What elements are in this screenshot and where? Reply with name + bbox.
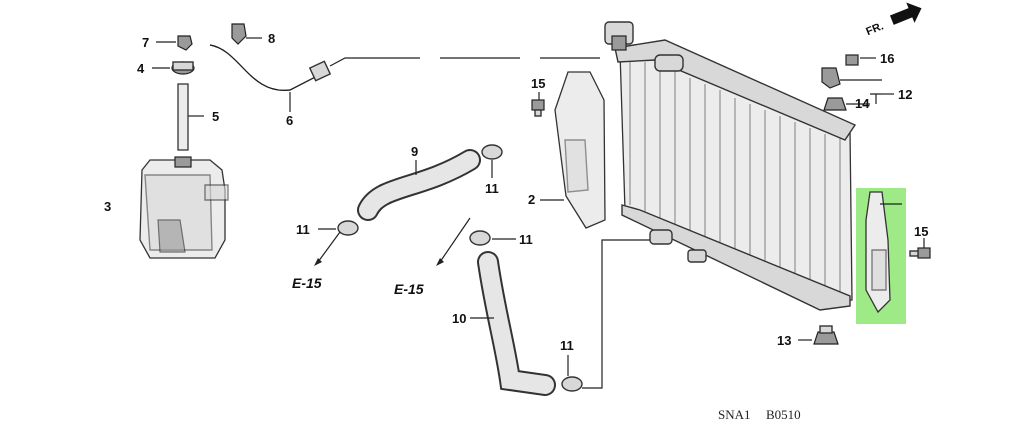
callout-11-d: 11	[560, 338, 574, 353]
hose-clip-7[interactable]	[156, 35, 193, 51]
bracket-12-leader	[870, 93, 882, 104]
callout-10: 10	[452, 311, 466, 326]
e15-arrow-right	[436, 217, 471, 266]
upper-mount-bracket[interactable]	[821, 67, 882, 89]
lower-radiator-hose[interactable]	[470, 251, 556, 396]
radiator-side-bracket-highlight[interactable]	[856, 188, 906, 324]
tank-overflow-tube[interactable]	[177, 83, 204, 151]
upper-radiator-hose[interactable]	[357, 149, 481, 221]
diagram-code-left: SNA1	[718, 407, 751, 422]
overflow-hose[interactable]	[209, 44, 600, 112]
e15-arrow-left	[314, 231, 341, 266]
front-direction-arrow: FR.	[864, 2, 922, 38]
callout-11-b: 11	[296, 222, 310, 237]
hose-clamp-b[interactable]	[318, 220, 359, 236]
hose-clamp-a[interactable]	[481, 144, 503, 178]
hose-clamp-c[interactable]	[469, 230, 516, 246]
callout-4: 4	[137, 61, 145, 76]
callout-11-c: 11	[519, 232, 533, 247]
radiator[interactable]	[604, 21, 857, 311]
bolt-16[interactable]	[845, 54, 876, 66]
callout-15-a: 15	[531, 76, 545, 91]
callout-12: 12	[898, 87, 912, 102]
diagram-code-right: B0510	[766, 407, 801, 422]
tank-cap[interactable]	[152, 61, 195, 75]
air-guide-panel[interactable]	[540, 71, 606, 229]
callout-14: 14	[855, 96, 870, 111]
bolt-15-right[interactable]	[909, 238, 931, 259]
callout-5: 5	[212, 109, 219, 124]
callout-3: 3	[104, 199, 111, 214]
callout-6: 6	[286, 113, 293, 128]
callout-11-a: 11	[485, 181, 499, 196]
callout-13: 13	[777, 333, 791, 348]
cushion-14[interactable]	[823, 97, 870, 111]
ref-e15-left: E-15	[292, 275, 322, 291]
callout-16: 16	[880, 51, 894, 66]
front-direction-label: FR.	[864, 20, 885, 38]
callout-7: 7	[142, 35, 149, 50]
reserve-tank[interactable]	[139, 156, 229, 259]
callout-2: 2	[528, 192, 535, 207]
bolt-15-upper[interactable]	[531, 92, 545, 117]
radiator-mount-cushion[interactable]	[798, 325, 839, 345]
callout-8: 8	[268, 31, 275, 46]
clip-8[interactable]	[231, 23, 262, 45]
ref-e15-right: E-15	[394, 281, 424, 297]
callout-15-b: 15	[914, 224, 928, 239]
hose-clamp-d[interactable]	[561, 355, 583, 392]
callout-9: 9	[411, 144, 418, 159]
